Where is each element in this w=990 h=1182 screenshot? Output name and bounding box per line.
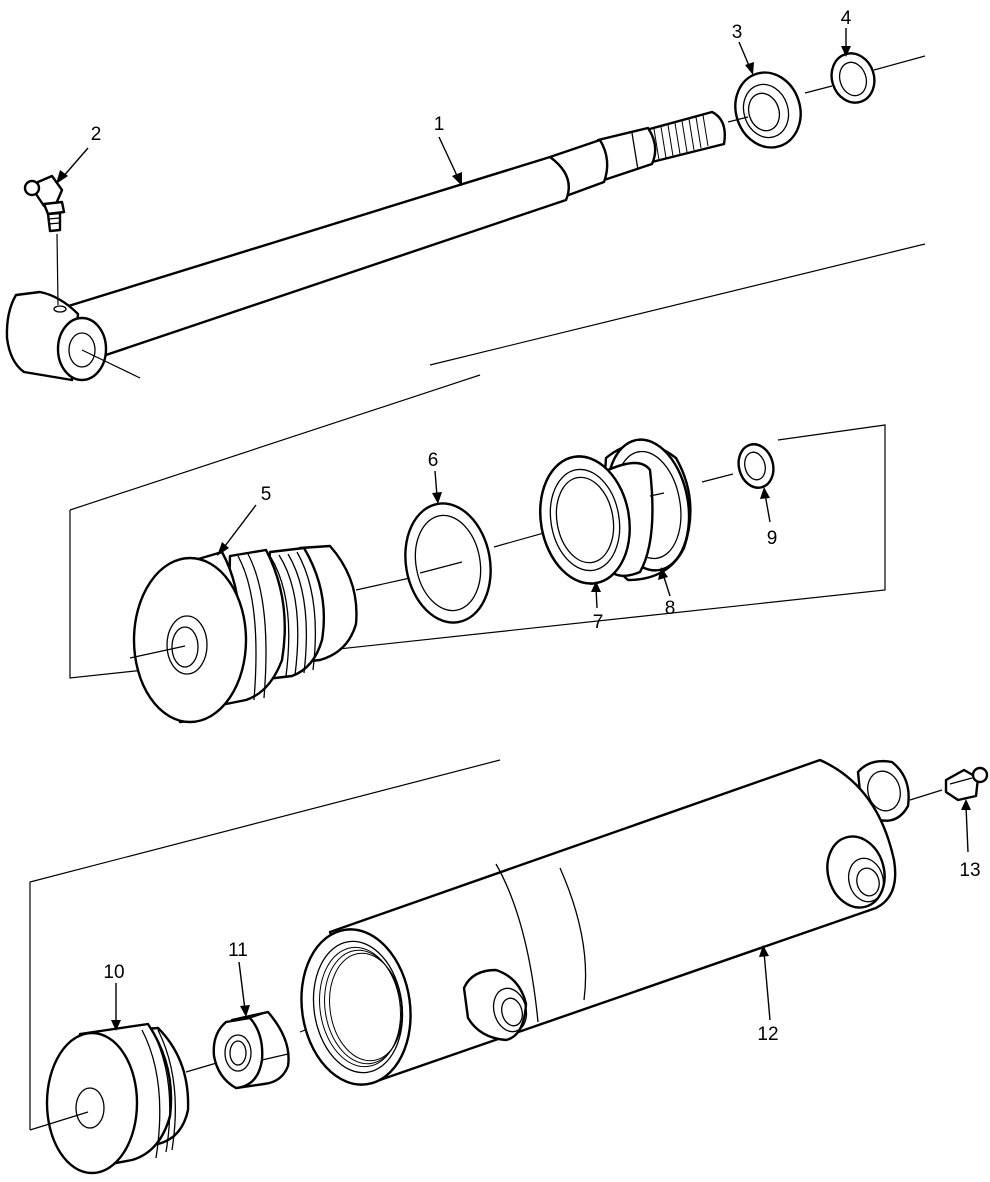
- callout-7: 7: [593, 612, 604, 633]
- part-11-nut: [212, 997, 391, 1090]
- part-5-piston: [129, 544, 411, 724]
- leader-lines: [56, 28, 971, 1031]
- part-2-grease-fitting: [23, 174, 66, 306]
- callout-3: 3: [732, 22, 743, 43]
- part-1-piston-rod: [5, 110, 726, 382]
- callout-labels: 1 2 3 4 5 6 7 8 9 10 11 12 13: [91, 8, 981, 1045]
- callout-6: 6: [428, 450, 439, 471]
- part-13-plug: [944, 766, 989, 802]
- callout-13: 13: [959, 860, 980, 881]
- callout-10: 10: [103, 962, 124, 983]
- part-12-cylinder-barrel: [300, 758, 943, 1086]
- callout-1: 1: [434, 114, 445, 135]
- callout-4: 4: [841, 8, 852, 29]
- callout-8: 8: [665, 598, 676, 619]
- callout-9: 9: [767, 528, 778, 549]
- part-8-wear-ring: [539, 438, 734, 585]
- part-10-gland: [29, 1022, 221, 1175]
- callout-12: 12: [757, 1024, 778, 1045]
- panel-lines: [29, 243, 926, 1130]
- callout-2: 2: [91, 124, 102, 145]
- part-3-seal: [727, 71, 802, 149]
- callout-5: 5: [261, 484, 272, 505]
- part-9-snap-ring: [737, 443, 775, 489]
- callout-11: 11: [228, 940, 248, 961]
- part-4-ring: [804, 52, 926, 104]
